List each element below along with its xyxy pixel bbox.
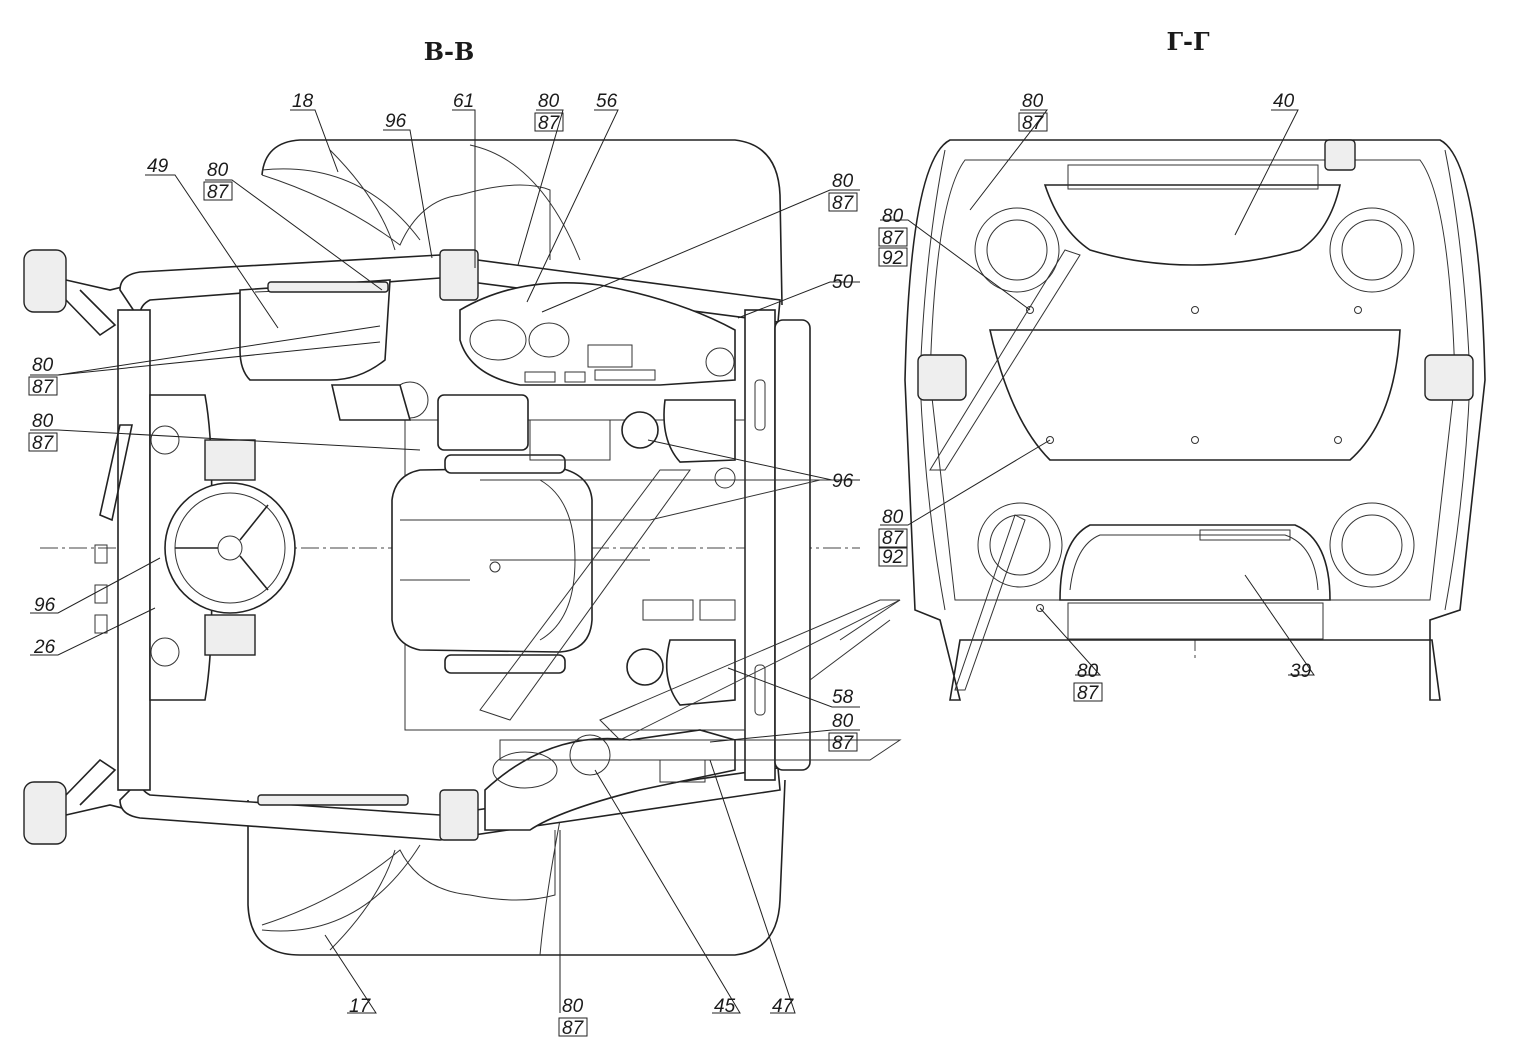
- lower-recess: [1059, 524, 1331, 601]
- svg-text:87: 87: [882, 228, 905, 249]
- svg-text:80: 80: [832, 171, 854, 192]
- callout-80-87-left-lower: 80 87: [28, 411, 58, 454]
- joystick-rear: [626, 648, 664, 686]
- svg-text:56: 56: [596, 91, 618, 112]
- svg-text:39: 39: [1290, 661, 1312, 682]
- svg-text:80: 80: [32, 355, 54, 376]
- callout-96-left: 96: [34, 595, 56, 616]
- svg-text:87: 87: [32, 377, 55, 398]
- cab-top-view: [23, 139, 902, 956]
- front-frame: [117, 309, 151, 791]
- svg-text:45: 45: [714, 996, 736, 1017]
- callout-96-upper: 96: [385, 111, 407, 132]
- svg-text:87: 87: [538, 113, 561, 134]
- roof-panel-upper: [261, 139, 783, 306]
- svg-text:87: 87: [832, 733, 855, 754]
- callout-leaders: [30, 109, 1315, 1014]
- svg-text:96: 96: [385, 111, 407, 132]
- left-console: [239, 279, 391, 381]
- svg-text:80: 80: [882, 206, 904, 227]
- callout-26: 26: [33, 637, 56, 658]
- svg-text:58: 58: [832, 687, 854, 708]
- mirror-bottom: [23, 781, 67, 845]
- rear-frame: [744, 309, 776, 781]
- svg-text:80: 80: [562, 996, 584, 1017]
- svg-text:96: 96: [34, 595, 56, 616]
- steering-wheel: [164, 482, 296, 614]
- svg-text:80: 80: [882, 507, 904, 528]
- svg-text:80: 80: [207, 160, 229, 181]
- svg-text:61: 61: [453, 91, 474, 112]
- callout-18: 18: [292, 91, 314, 112]
- svg-text:87: 87: [832, 193, 855, 214]
- mirror-top: [23, 249, 67, 313]
- callout-gg-80-87-92-upper: 80 87 92: [878, 206, 908, 269]
- svg-text:87: 87: [207, 182, 230, 203]
- callout-80-87-left-mid: 80 87: [28, 355, 58, 398]
- svg-text:80: 80: [1077, 661, 1099, 682]
- svg-text:40: 40: [1273, 91, 1295, 112]
- callout-gg-80-87-top: 80 87: [1018, 91, 1048, 134]
- svg-text:18: 18: [292, 91, 314, 112]
- svg-text:87: 87: [1022, 113, 1045, 134]
- upper-recess: [1043, 184, 1341, 266]
- svg-text:80: 80: [1022, 91, 1044, 112]
- callout-80-87-bottom: 80 87: [558, 996, 588, 1039]
- callout-80-87-left-upper: 80 87: [203, 160, 233, 203]
- svg-text:87: 87: [882, 528, 905, 549]
- section-title-vv: В-В: [424, 37, 475, 66]
- section-title-gg: Г-Г: [1166, 27, 1210, 56]
- svg-text:80: 80: [32, 411, 54, 432]
- roof-panel-lower: [247, 779, 786, 956]
- center-panel: [989, 329, 1401, 461]
- svg-text:17: 17: [349, 996, 372, 1017]
- svg-text:50: 50: [832, 272, 854, 293]
- svg-text:87: 87: [1077, 683, 1100, 704]
- callout-80-87-right-upper: 80 87: [828, 171, 858, 214]
- svg-text:80: 80: [538, 91, 560, 112]
- roof-underside-view: [904, 139, 1486, 701]
- callout-47: 47: [772, 996, 795, 1017]
- svg-text:87: 87: [32, 433, 55, 454]
- callout-gg-40: 40: [1273, 91, 1295, 112]
- callout-gg-80-87-bottom: 80 87: [1073, 661, 1103, 704]
- dashboard: [459, 281, 736, 386]
- callout-17: 17: [349, 996, 372, 1017]
- callout-49: 49: [147, 156, 169, 177]
- callout-56: 56: [596, 91, 618, 112]
- svg-text:96: 96: [832, 471, 854, 492]
- svg-text:47: 47: [772, 996, 795, 1017]
- svg-text:26: 26: [33, 637, 56, 658]
- callout-gg-80-87-92-lower: 80 87 92: [878, 507, 908, 568]
- callout-58: 58: [832, 687, 854, 708]
- callout-80-87-right-lower: 80 87: [828, 711, 858, 754]
- svg-text:92: 92: [882, 248, 904, 269]
- svg-text:92: 92: [882, 547, 904, 568]
- rear-wall: [774, 319, 811, 771]
- svg-text:49: 49: [147, 156, 169, 177]
- joystick-front: [621, 411, 659, 449]
- callout-96-right: 96: [832, 471, 854, 492]
- callout-61: 61: [453, 91, 474, 112]
- callout-45: 45: [714, 996, 736, 1017]
- callout-gg-39: 39: [1290, 661, 1312, 682]
- callout-50: 50: [832, 272, 854, 293]
- svg-text:87: 87: [562, 1018, 585, 1039]
- svg-text:80: 80: [832, 711, 854, 732]
- callout-80-87-top: 80 87: [534, 91, 564, 134]
